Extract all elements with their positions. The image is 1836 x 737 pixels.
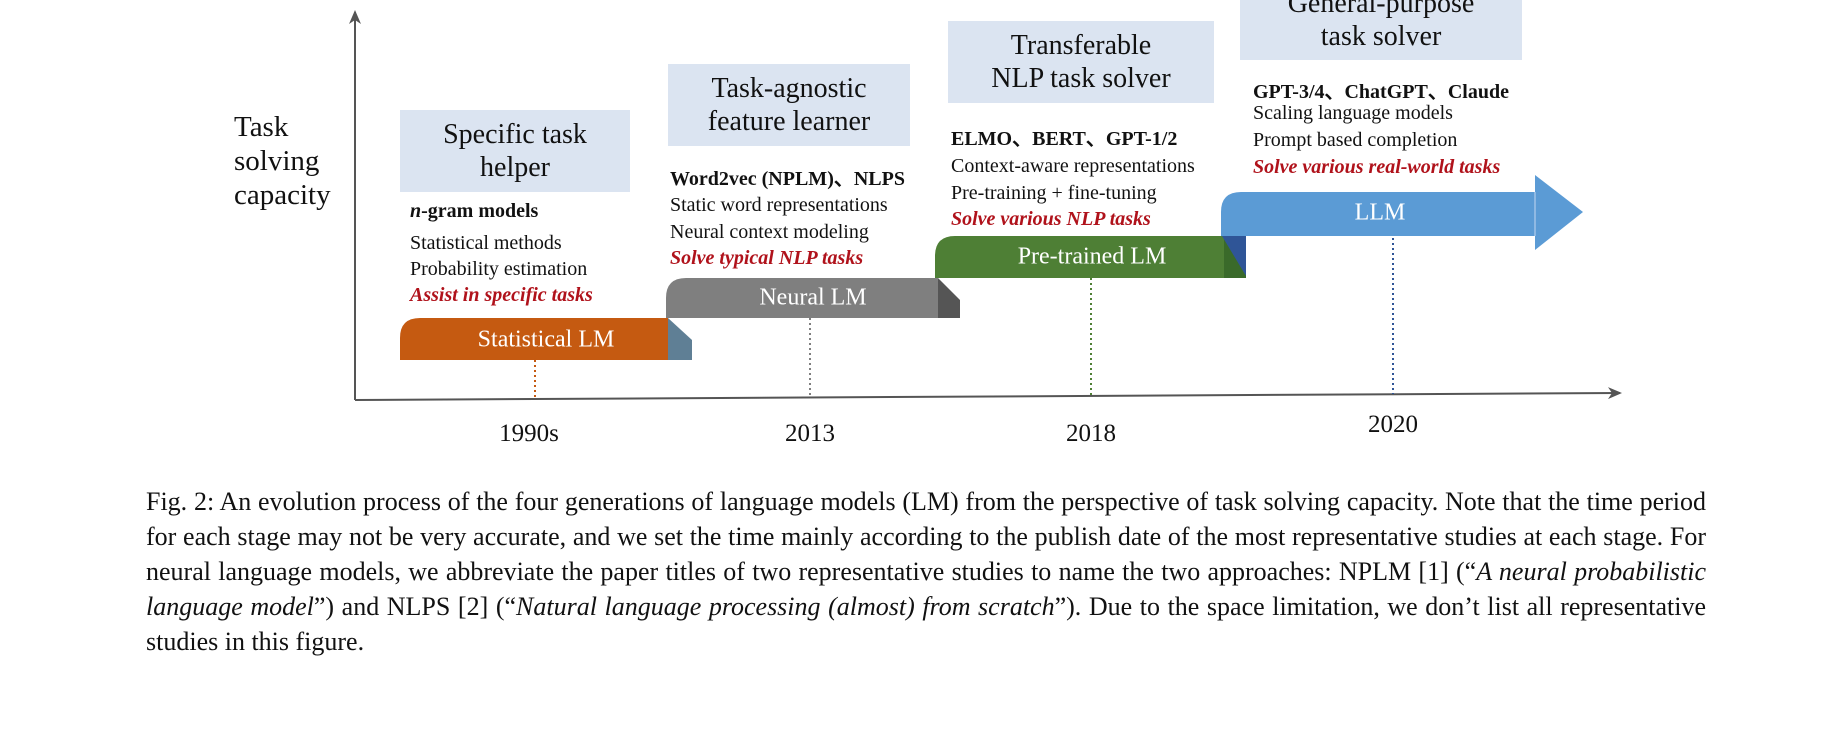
stage-title-statistical: Specific task helper xyxy=(400,110,630,192)
caption-title-nlps: Natural language processing (almost) fro… xyxy=(516,592,1055,621)
stage-title-llm: General-purpose task solver xyxy=(1240,0,1522,60)
stage-feature: Static word representations xyxy=(670,194,888,216)
step-label-llm: LLM xyxy=(1354,199,1406,226)
stage-feature: Probability estimation xyxy=(410,258,588,280)
diagram-graphics xyxy=(349,10,1622,401)
stage-title-line: General-purpose xyxy=(1287,0,1475,19)
stage-models-pretrained: ELMO、BERT、GPT-1/2 xyxy=(951,128,1178,150)
stage-title-line: Specific task xyxy=(443,119,587,150)
step-statistical-shadow xyxy=(668,318,692,360)
stage-models-llm: GPT-3/4、ChatGPT、Claude xyxy=(1253,81,1509,103)
stage-feature: Neural context modeling xyxy=(670,221,869,243)
stage-goal: Solve various real-world tasks xyxy=(1253,156,1501,178)
stage-title-pretrained: Transferable NLP task solver xyxy=(948,21,1214,103)
stage-title-line: task solver xyxy=(1320,21,1442,52)
stage-feature: Pre-training + fine-tuning xyxy=(951,182,1157,204)
stage-title-line: NLP task solver xyxy=(991,63,1171,94)
stage-title-line: Transferable xyxy=(1010,30,1152,61)
step-label-statistical: Statistical LM xyxy=(477,326,615,353)
stage-goal: Assist in specific tasks xyxy=(410,284,593,306)
step-pretrained xyxy=(935,236,1224,278)
caption-tail: ”). Due to the space limitation, we don’… xyxy=(146,592,1707,656)
caption-mid: ”) and NLPS [2] (“ xyxy=(313,592,517,621)
period-label-1990s: 1990s xyxy=(499,420,559,447)
period-label-2020: 2020 xyxy=(1368,411,1418,438)
stage-title-neural: Task-agnostic feature learner xyxy=(668,64,910,146)
y-axis-label-line-2: solving xyxy=(234,145,320,177)
step-label-pretrained: Pre-trained LM xyxy=(1017,243,1167,270)
figure-caption: Fig. 2: An evolution process of the four… xyxy=(146,484,1706,659)
stage-title-line: feature learner xyxy=(707,106,871,137)
caption-title-nplm: A neural probabilistic language model xyxy=(146,557,1706,621)
stage-feature: Scaling language models xyxy=(1253,102,1453,124)
stage-models-statistical: n-gram models xyxy=(410,200,538,223)
y-axis-label-line-3: capacity xyxy=(234,179,331,211)
y-axis-label-line-1: Task xyxy=(234,111,289,143)
period-label-2013: 2013 xyxy=(785,420,835,447)
stage-feature: Statistical methods xyxy=(410,232,562,254)
step-label-neural: Neural LM xyxy=(759,284,867,311)
x-axis xyxy=(354,387,1622,401)
models-text: -gram models xyxy=(421,200,539,222)
y-axis-label: Task solving capacity xyxy=(234,110,331,212)
stage-goal: Solve various NLP tasks xyxy=(951,208,1151,230)
stage-models-neural: Word2vec (NPLM)、NLPS xyxy=(670,168,905,190)
lm-evolution-diagram: Task solving capacity Specific task help… xyxy=(234,0,1622,447)
stage-feature: Context-aware representations xyxy=(951,155,1195,177)
stage-title-line: helper xyxy=(480,152,550,183)
step-neural xyxy=(666,278,938,318)
period-label-2018: 2018 xyxy=(1066,420,1116,447)
step-pretrained-blue-corner xyxy=(1222,236,1246,276)
stage-title-line: Task-agnostic xyxy=(711,73,867,104)
step-llm-arrow xyxy=(1221,175,1583,250)
step-statistical xyxy=(400,318,668,360)
stage-goal: Solve typical NLP tasks xyxy=(670,247,864,269)
step-neural-shadow xyxy=(938,278,960,318)
stage-feature: Prompt based completion xyxy=(1253,129,1458,151)
ngram-prefix: n xyxy=(410,200,422,222)
caption-lead: Fig. 2: An evolution process of the four… xyxy=(146,487,1706,586)
